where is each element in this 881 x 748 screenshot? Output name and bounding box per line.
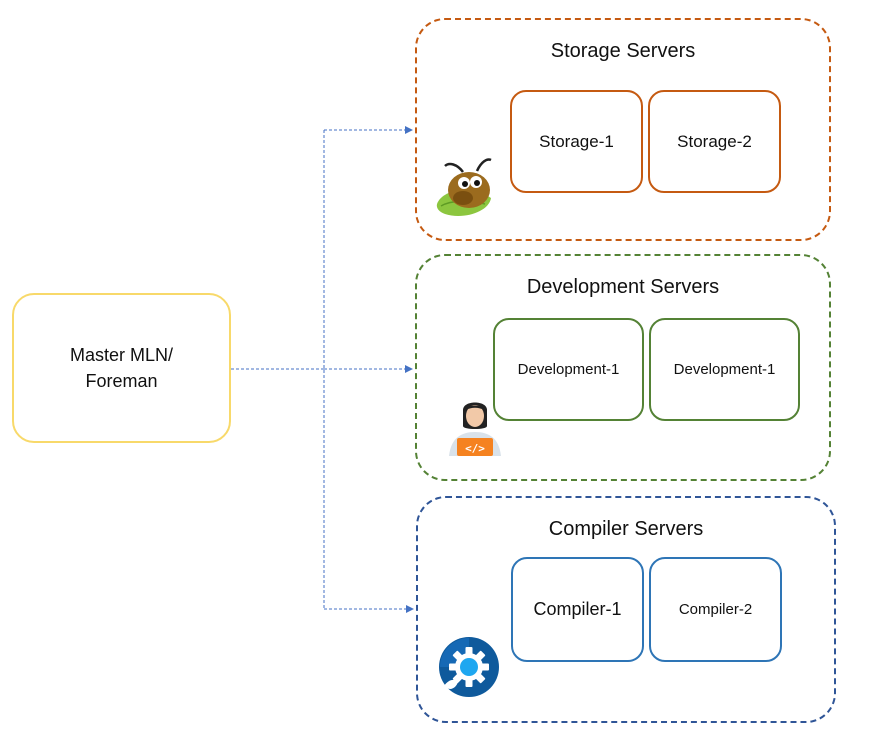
developer-icon: </> [449, 402, 501, 456]
development-servers-group: Development Servers Development-1 Develo… [415, 254, 831, 481]
svg-text:</>: </> [465, 442, 485, 455]
gear-icon [439, 637, 499, 697]
storage-servers-group: Storage Servers Storage-1 Storage-2 [415, 18, 831, 241]
server-development-1: Development-1 [493, 318, 644, 421]
server-label: Development-1 [673, 361, 776, 378]
server-storage-1: Storage-1 [510, 90, 643, 193]
group-title-development: Development Servers [526, 276, 720, 298]
server-compiler-2: Compiler-2 [649, 557, 782, 662]
master-label: Master MLN/ Foreman [69, 345, 174, 391]
server-label: Compiler-2 [678, 601, 753, 618]
server-label: Storage-1 [539, 131, 614, 151]
group-title-compiler: Compiler Servers [548, 518, 704, 540]
server-label: Development-1 [517, 361, 620, 378]
master-node: Master MLN/ Foreman [12, 293, 231, 443]
server-label: Compiler-1 [533, 599, 622, 619]
compiler-servers-group: Compiler Servers Compiler-1 Compiler-2 [416, 496, 836, 723]
server-storage-2: Storage-2 [648, 90, 781, 193]
ant-mascot-icon [436, 158, 492, 217]
server-label: Storage-2 [677, 131, 752, 151]
group-title-storage: Storage Servers [550, 40, 696, 62]
server-development-2: Development-1 [649, 318, 800, 421]
server-compiler-1: Compiler-1 [511, 557, 644, 662]
